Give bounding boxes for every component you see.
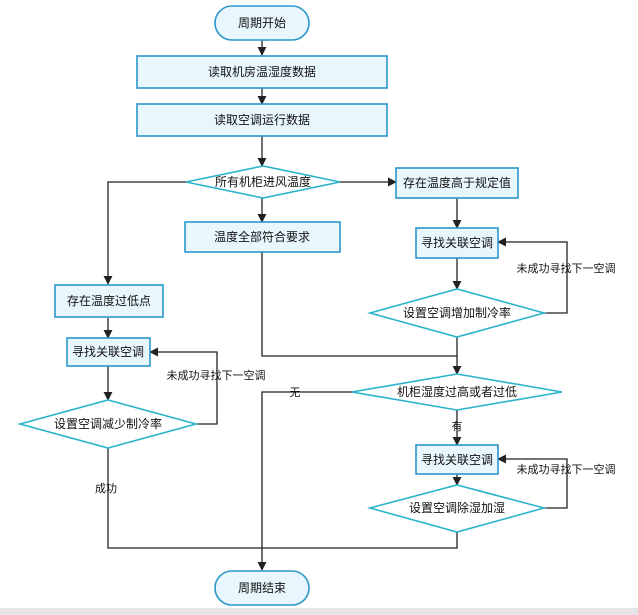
node-set-decrease-diamond: 设置空调减少制冷率 (16, 399, 200, 449)
node-find-ac-left-label: 寻找关联空调 (72, 345, 144, 359)
edge-label-has: 有 (452, 419, 463, 433)
node-end: 周期结束 (214, 570, 310, 606)
node-find-ac-left: 寻找关联空调 (66, 337, 151, 367)
node-set-decrease-label: 设置空调减少制冷率 (54, 416, 162, 431)
edge-retry-left (149, 347, 218, 425)
edge-temp-ok-humidity (261, 252, 457, 357)
node-end-label: 周期结束 (238, 581, 286, 595)
edge-retry-bottom (497, 454, 568, 509)
node-find-ac-right: 寻找关联空调 (415, 227, 499, 259)
bottom-scroll-edge (0, 608, 638, 615)
node-humidity-diamond: 机柜湿度过高或者过低 (351, 373, 563, 411)
node-temp-low-label: 存在温度过低点 (67, 293, 151, 308)
node-temp-low: 存在温度过低点 (54, 284, 164, 318)
edge-retry-right (497, 237, 568, 314)
node-start: 周期开始 (214, 5, 310, 41)
edge-label-retry-left: 未成功寻找下一空调 (167, 368, 266, 382)
edge-set-dehumid-end (262, 532, 458, 549)
node-all-inlet-label: 所有机柜进风温度 (215, 174, 311, 189)
node-read-ac: 读取空调运行数据 (136, 103, 388, 137)
edge-label-success: 成功 (95, 482, 117, 495)
node-humidity-label: 机柜湿度过高或者过低 (397, 384, 517, 399)
node-find-ac-right-label: 寻找关联空调 (421, 236, 493, 250)
node-set-increase-label: 设置空调增加制冷率 (403, 305, 511, 320)
node-set-increase-diamond: 设置空调增加制冷率 (366, 288, 548, 338)
node-set-dehumid-diamond: 设置空调除湿加湿 (366, 484, 548, 533)
node-temp-ok-label: 温度全部符合要求 (214, 229, 310, 244)
edge-label-retry-right: 未成功寻找下一空调 (517, 261, 616, 275)
node-read-room-label: 读取机房温湿度数据 (208, 64, 316, 79)
edge-diamond-temp-low (103, 181, 186, 285)
node-set-dehumid-label: 设置空调除湿加湿 (409, 500, 505, 515)
node-temp-high-label: 存在温度高于规定值 (403, 175, 511, 190)
node-start-label: 周期开始 (238, 16, 286, 30)
node-read-room: 读取机房温湿度数据 (136, 55, 388, 89)
node-read-ac-label: 读取空调运行数据 (214, 112, 310, 127)
edge-humidity-none (257, 391, 352, 571)
node-all-inlet-diamond: 所有机柜进风温度 (185, 165, 341, 199)
edge-label-retry-bottom: 未成功寻找下一空调 (517, 462, 616, 476)
node-temp-ok: 温度全部符合要求 (184, 221, 341, 253)
edge-set-decrease-end (107, 448, 262, 549)
node-find-ac-bottom: 寻找关联空调 (415, 444, 499, 475)
edge-label-none: 无 (290, 386, 301, 399)
node-temp-high: 存在温度高于规定值 (395, 167, 519, 199)
connectors (103, 40, 568, 571)
node-find-ac-bottom-label: 寻找关联空调 (421, 453, 493, 467)
